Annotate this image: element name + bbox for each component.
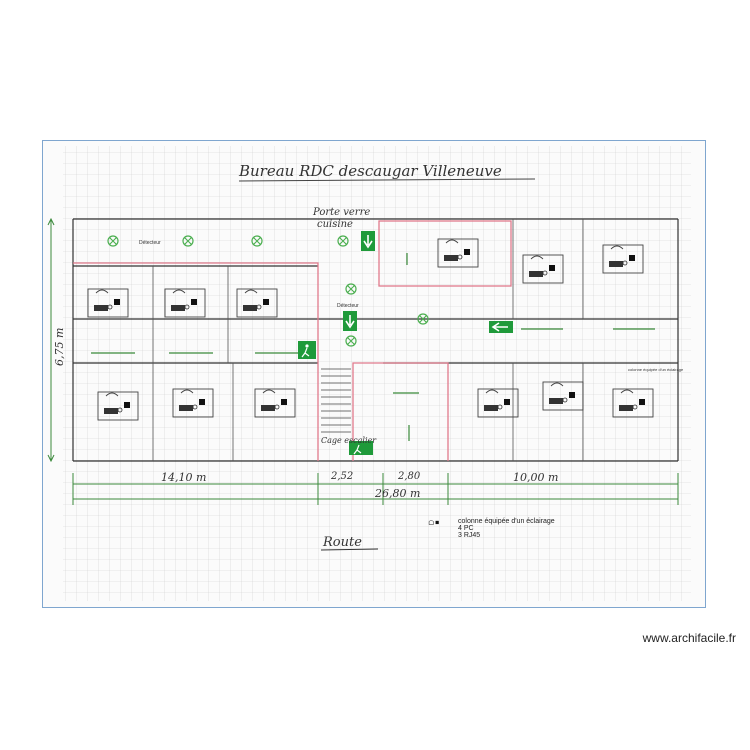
- red-partitions: [73, 220, 512, 461]
- total-dimension: 26,80 m: [374, 487, 420, 500]
- stair-dimension: 2,52: [330, 471, 353, 482]
- legend-line-1: colonne équipée d'un éclairage: [458, 518, 555, 525]
- grid-paper: [63, 146, 691, 601]
- title-underline: [238, 178, 536, 182]
- height-dimension: 6,75 m: [53, 328, 66, 366]
- left-span-dimension: 14,10 m: [161, 471, 206, 484]
- porte-verre-label: Porte verre: [312, 207, 370, 218]
- floor-plan: Bureau RDC descaugar Villeneuve: [47, 146, 691, 601]
- column-outlet-icon: [428, 520, 439, 525]
- interior-walls: [152, 219, 584, 461]
- route-label: Route: [322, 535, 362, 550]
- dimension-lines: [47, 217, 679, 505]
- plan-frame: Bureau RDC descaugar Villeneuve: [42, 140, 706, 608]
- fixture-bars: [91, 253, 655, 441]
- legend-line-2: 4 PC: [458, 525, 474, 532]
- route-underline: [320, 548, 379, 551]
- watermark: www.archifacile.fr: [642, 631, 736, 645]
- exit-running-man-icon: [349, 441, 373, 455]
- stair-steps: [321, 368, 351, 433]
- cuisine-label: cuisine: [317, 219, 353, 230]
- cage-escalier-label: Cage escalier: [321, 436, 377, 445]
- corridor-dimension: 2,80: [397, 471, 421, 482]
- exit-running-man-icon: [298, 341, 316, 359]
- detector-label: Détecteur: [337, 303, 359, 309]
- plan-title: Bureau RDC descaugar Villeneuve: [238, 162, 502, 180]
- legend-line-3: 3 RJ45: [458, 532, 481, 539]
- colonne-note: colonne équipée d'un éclairage: [628, 367, 684, 372]
- right-span-dimension: 10,00 m: [513, 471, 558, 484]
- detector-label: Détecteur: [139, 240, 161, 246]
- exit-signs: [298, 231, 513, 455]
